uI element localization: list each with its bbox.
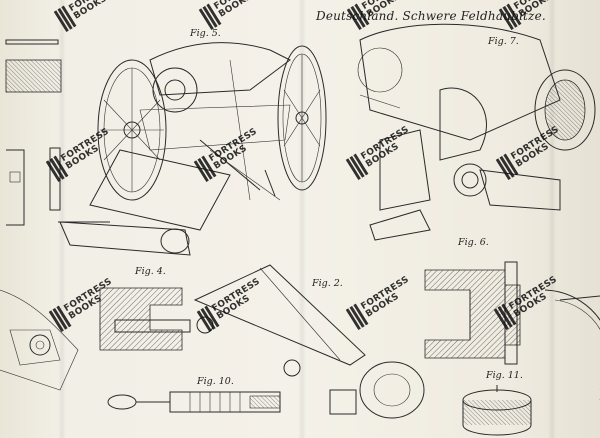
fig6-section <box>424 261 521 365</box>
fig5-gun-carriage <box>59 42 327 256</box>
fig10-bolt <box>107 391 281 413</box>
fig2-lever <box>193 264 425 419</box>
figure-label: Fig. 5. <box>190 28 221 39</box>
figure-label: Fig. 2. <box>312 278 343 289</box>
right-edge-arc <box>544 289 600 400</box>
figure-label: Fig. 10. <box>197 376 234 387</box>
fig7-breech <box>357 23 596 241</box>
figure-label: Fig. 4. <box>135 266 166 277</box>
paper-fold <box>298 0 306 438</box>
fig4-cross-section <box>99 287 214 351</box>
page-title: Deutschland. Schwere Feldhaubitze. <box>316 9 546 23</box>
fig11-coil <box>462 385 532 436</box>
figure-label: Fig. 6. <box>458 237 489 248</box>
paper-fold <box>58 0 66 438</box>
left-partial-figures <box>0 39 110 391</box>
figure-label: Fig. 7. <box>488 36 519 47</box>
paper-fold <box>548 0 556 438</box>
figure-label: Fig. 11. <box>486 370 523 381</box>
